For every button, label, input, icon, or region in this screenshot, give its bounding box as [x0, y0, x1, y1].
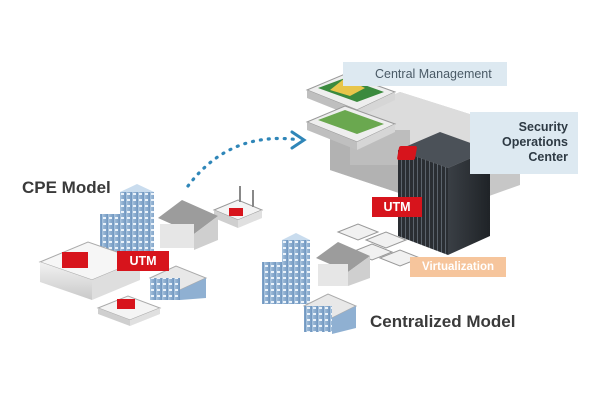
fortinet-logo-icon [117, 299, 135, 309]
fortinet-logo-icon [62, 252, 88, 268]
soc-label: Security Operations Center [470, 112, 578, 174]
virtual-appliances [336, 223, 422, 267]
cpe-model-title: CPE Model [22, 178, 111, 197]
management-server-bottom [305, 105, 397, 150]
dotted-arrow-icon [186, 130, 307, 188]
virtualization-label: Virtualization [410, 257, 506, 277]
utm-badge-soc: UTM [372, 197, 422, 217]
management-server-top [305, 73, 397, 118]
utm-badge-cpe: UTM [117, 251, 169, 271]
soc-label-line-2: Operations [502, 135, 568, 149]
centralized-model-title: Centralized Model [370, 312, 516, 331]
central-management-label: Central Management [343, 62, 507, 86]
cpe-low-building [148, 265, 208, 300]
cpe-house [158, 200, 218, 250]
datacenter-tower [397, 132, 490, 255]
central-house [316, 242, 370, 286]
cpe-small-appliance [96, 295, 162, 326]
wifi-access-point [212, 186, 264, 228]
fortinet-logo-icon [397, 146, 417, 160]
soc-label-line-1: Security [518, 120, 568, 134]
central-office-tower [262, 233, 310, 304]
central-low-building [302, 293, 358, 334]
soc-label-line-3: Center [528, 150, 568, 164]
